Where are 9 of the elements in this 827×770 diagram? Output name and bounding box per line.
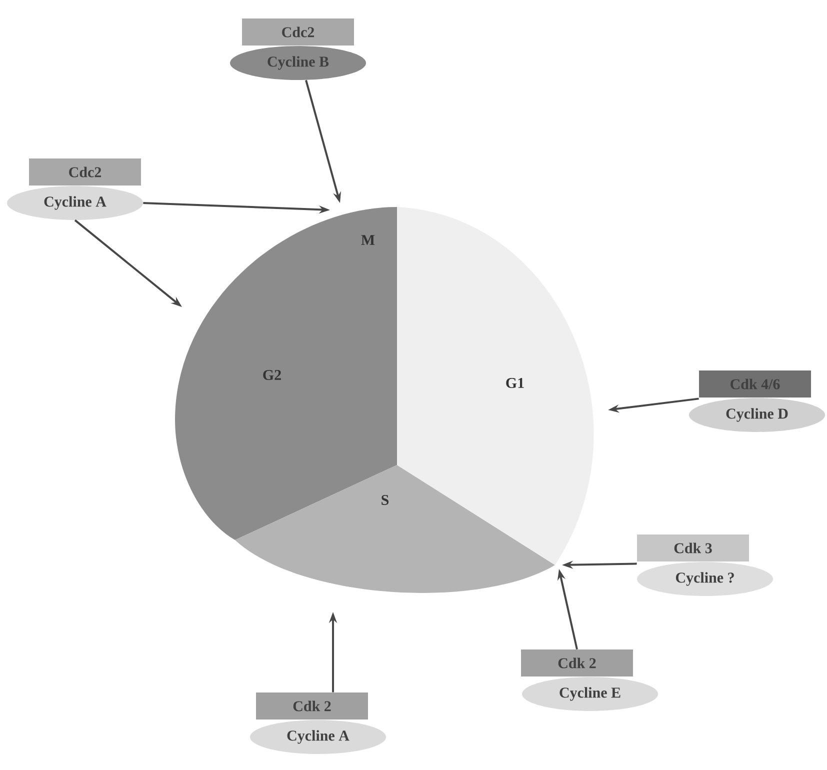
sector-label: G1 <box>506 378 524 388</box>
complex-box: Cdk 2 <box>521 649 633 676</box>
complex-box: Cdc2 <box>242 18 354 46</box>
sector-label: S <box>382 494 389 506</box>
sector-label: M <box>361 235 375 245</box>
complex-box: Cdk 3 <box>637 534 749 562</box>
complex-box: Cdk 2 <box>256 692 368 720</box>
sector-label: G2 <box>263 370 281 380</box>
complex-box: Cdc2 <box>29 158 141 186</box>
